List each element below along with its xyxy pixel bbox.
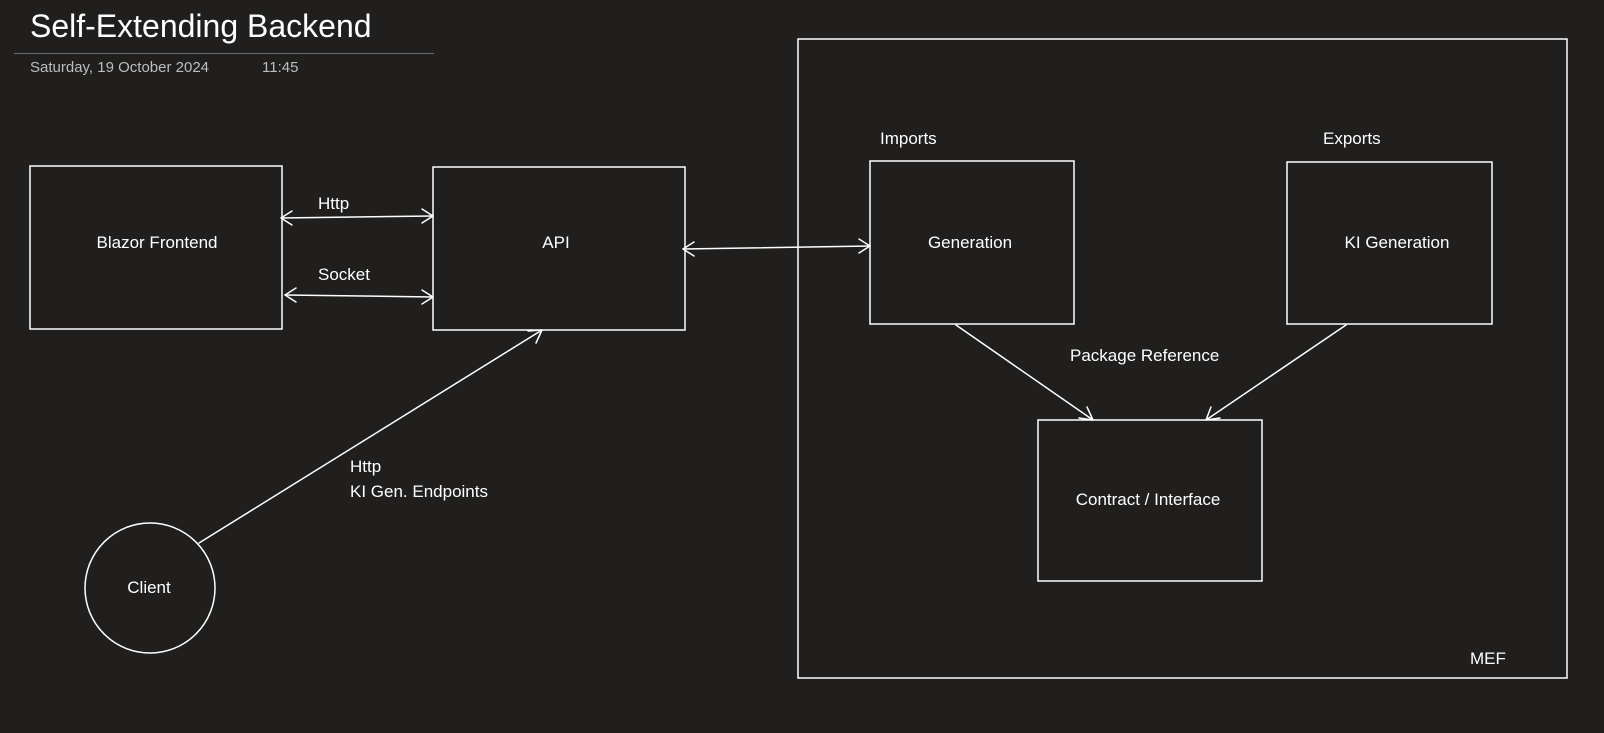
exports-label: Exports: [1323, 129, 1381, 148]
contract-interface-label: Contract / Interface: [1075, 490, 1221, 509]
ki-generation-label: KI Generation: [1344, 233, 1450, 252]
client-api-arrow: [198, 329, 543, 544]
page-date: Saturday, 19 October 2024: [30, 59, 210, 76]
page-title: Self-Extending Backend: [30, 8, 372, 44]
contract-interface-box: [1037, 419, 1263, 582]
package-reference-label: Package Reference: [1070, 346, 1220, 365]
imports-label: Imports: [880, 129, 937, 148]
client-circle: [84, 522, 216, 654]
blazor-frontend-label: Blazor Frontend: [96, 233, 218, 252]
http-arrow: [280, 208, 434, 226]
generation-box: [869, 160, 1075, 325]
client-http-label: Http: [350, 457, 382, 476]
api-label: API: [542, 233, 570, 252]
blazor-frontend-box: [29, 165, 283, 330]
page-time: 11:45: [262, 59, 299, 76]
title-divider: [14, 53, 434, 54]
http-label: Http: [318, 194, 350, 213]
generation-contract-arrow: [955, 324, 1094, 421]
client-label: Client: [127, 578, 171, 597]
api-generation-arrow: [682, 238, 871, 257]
mef-container: [797, 38, 1568, 679]
client-endpoints-label: KI Gen. Endpoints: [350, 482, 488, 501]
generation-label: Generation: [927, 233, 1013, 252]
mef-label: MEF: [1470, 649, 1506, 668]
ki-generation-box: [1286, 161, 1493, 325]
socket-label: Socket: [318, 265, 370, 284]
socket-arrow: [284, 287, 434, 305]
ki-generation-contract-arrow: [1205, 324, 1347, 421]
